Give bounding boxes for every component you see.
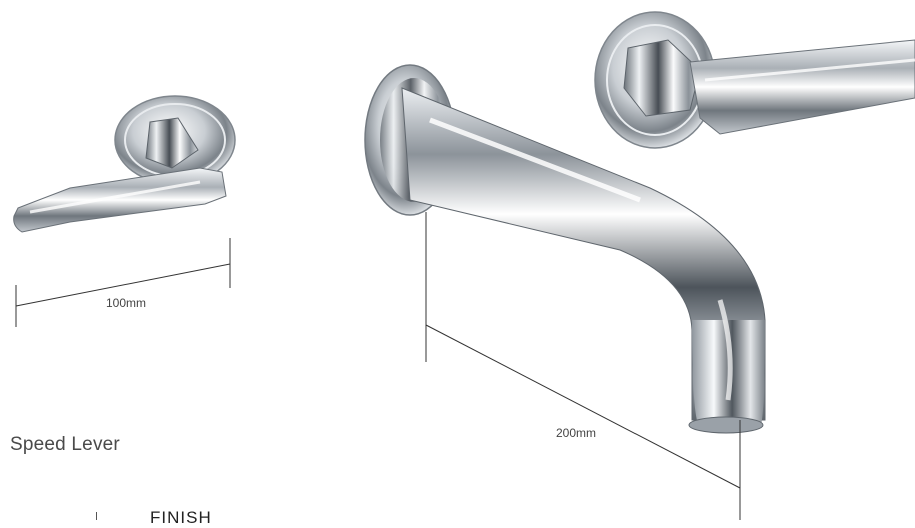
spout-outlet-rim <box>688 416 764 434</box>
spout-dimension-arrow <box>425 324 741 489</box>
spout-highlight <box>429 117 641 203</box>
handle-dimension-label: 100mm <box>106 296 147 310</box>
handle-dimension-line <box>15 238 231 327</box>
finish-heading: FINISH <box>150 508 212 527</box>
left-lever-arm <box>13 167 227 233</box>
right-lever-hub <box>623 39 701 117</box>
spout-dimension-label: 200mm <box>556 426 597 440</box>
right-lever-handle <box>594 11 915 149</box>
spout-dimension-line <box>425 212 741 520</box>
left-lever-hub <box>145 117 199 169</box>
right-lever-arm <box>689 39 915 135</box>
left-lever-highlight <box>29 180 201 214</box>
spout <box>364 64 766 434</box>
section-marker <box>96 512 97 520</box>
product-name: Speed Lever <box>10 434 120 455</box>
spout-tube <box>401 87 766 421</box>
handle-dimension-arrow <box>15 263 231 307</box>
left-lever-handle <box>13 95 236 233</box>
right-lever-highlight <box>704 58 915 82</box>
spout-outlet-highlight <box>717 299 733 401</box>
